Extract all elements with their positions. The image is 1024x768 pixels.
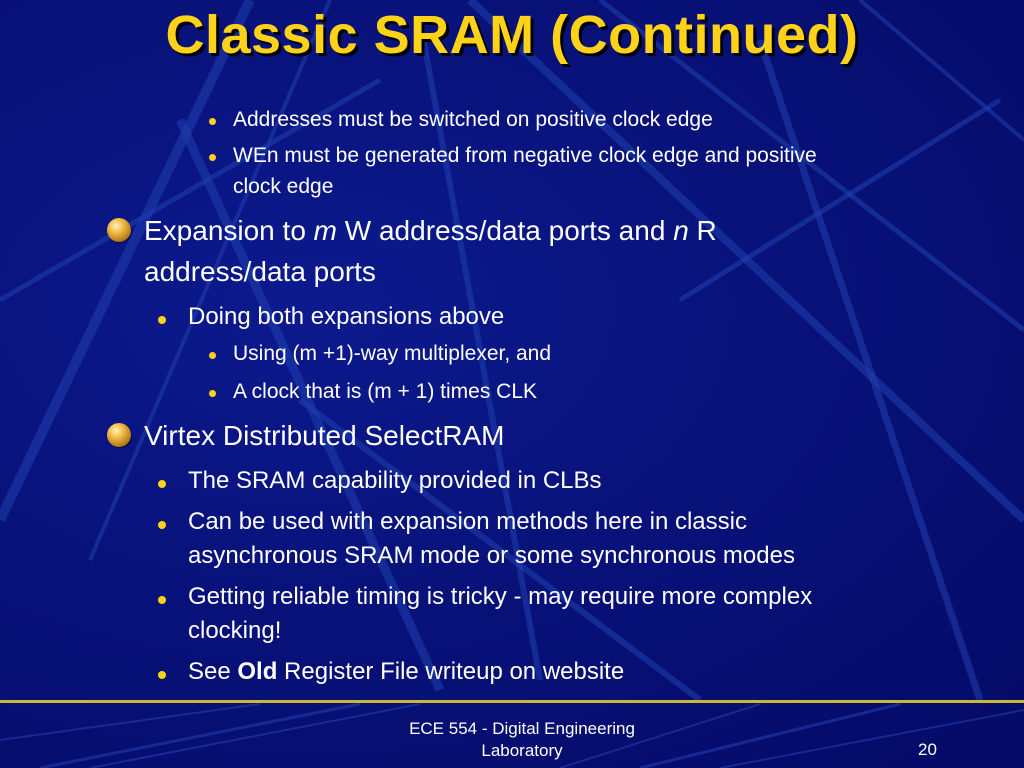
bullet-text-continued: clocking! bbox=[188, 617, 282, 644]
bold-old: Old bbox=[237, 658, 278, 685]
sphere-bullet-icon bbox=[107, 423, 131, 447]
bullet-dot-icon bbox=[209, 390, 216, 397]
slide-title: Classic SRAM (Continued) bbox=[165, 5, 859, 65]
bullet-text: WEn must be generated from negative cloc… bbox=[233, 144, 817, 167]
text-segment: See bbox=[188, 658, 238, 685]
bullet-dot-icon bbox=[209, 118, 216, 125]
bullet-text: The SRAM capability provided in CLBs bbox=[188, 467, 602, 494]
bullet-text-continued: asynchronous SRAM mode or some synchrono… bbox=[188, 542, 795, 569]
bullet-dot-icon bbox=[158, 521, 166, 529]
bullet-text: Getting reliable timing is tricky - may … bbox=[188, 583, 813, 610]
bullet-text: Using (m +1)-way multiplexer, and bbox=[233, 342, 552, 365]
bullet-dot-icon bbox=[158, 480, 166, 488]
sphere-bullet-icon bbox=[107, 218, 131, 242]
italic-n: n bbox=[673, 215, 689, 246]
bullet-text: Addresses must be switched on positive c… bbox=[233, 108, 713, 131]
bullet-text: Doing both expansions above bbox=[188, 303, 505, 330]
bullet-dot-icon bbox=[158, 671, 166, 679]
footer-line: Laboratory bbox=[481, 741, 563, 760]
bullet-text: See Old Register File writeup on website bbox=[188, 655, 624, 689]
text-segment: R bbox=[688, 215, 717, 246]
bullet-heading: Virtex Distributed SelectRAM bbox=[144, 420, 505, 451]
text-segment: Register File writeup on website bbox=[277, 658, 625, 685]
footer-course-label: ECE 554 - Digital Engineering Laboratory bbox=[372, 718, 672, 762]
bullet-dot-icon bbox=[209, 352, 216, 359]
bullet-dot-icon bbox=[158, 316, 166, 324]
bullet-dot-icon bbox=[158, 596, 166, 604]
text-segment: W address/data ports and bbox=[337, 215, 674, 246]
bullet-text-continued: clock edge bbox=[233, 175, 334, 198]
footer-line: ECE 554 - Digital Engineering bbox=[409, 719, 635, 738]
bullet-heading: Expansion to m W address/data ports and … bbox=[144, 211, 717, 251]
bullet-text: A clock that is (m + 1) times CLK bbox=[233, 380, 538, 403]
bullet-dot-icon bbox=[209, 154, 216, 161]
italic-m: m bbox=[313, 215, 337, 246]
page-number: 20 bbox=[918, 740, 937, 759]
footer-divider bbox=[0, 700, 1024, 703]
bullet-heading-continued: address/data ports bbox=[144, 256, 376, 287]
text-segment: Expansion to bbox=[144, 215, 314, 246]
bullet-text: Can be used with expansion methods here … bbox=[188, 508, 747, 535]
